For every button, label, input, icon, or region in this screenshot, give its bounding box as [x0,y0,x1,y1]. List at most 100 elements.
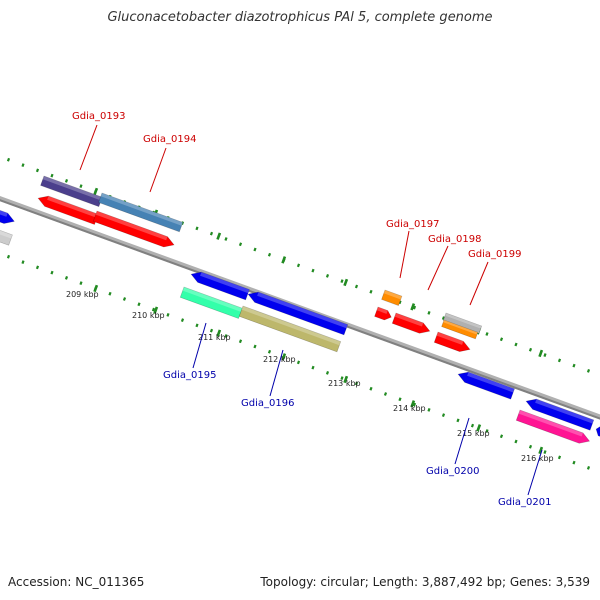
minor-tick [586,466,591,470]
minor-tick [557,358,562,363]
label-gdia-0194[interactable]: Gdia_0194 [143,134,196,145]
minor-tick [383,392,388,396]
minor-tick [253,247,257,252]
gene-feature-gdia-0199[interactable] [441,319,479,340]
gene-feature-gdia-0195[interactable] [179,286,243,319]
minor-tick [354,284,359,289]
major-tick [216,232,222,240]
minor-tick [137,302,141,307]
scale-label: 212 kbp [263,355,296,364]
scale-label: 213 kbp [328,379,361,388]
label-gdia-0195-leader [192,322,207,369]
gene-feature-gdia-0196[interactable] [238,305,342,353]
gene-arrow[interactable] [36,193,99,225]
scale-label: 215 kbp [457,429,490,438]
gene-arrow[interactable] [524,396,595,431]
minor-tick [398,397,402,402]
major-tick [410,303,416,311]
minor-tick [253,344,257,349]
gene-arrow-highlight [0,226,13,239]
gene-feature-gdia-0194-highlight [100,193,183,226]
label-gdia-0198[interactable]: Gdia_0198 [428,234,481,245]
scale-label: 211 kbp [198,333,231,342]
minor-tick [514,342,518,347]
gene-arrow[interactable] [0,225,13,246]
major-tick [93,187,99,196]
gene-arrow[interactable] [246,289,349,336]
gene-arrow-highlight [47,196,99,218]
minor-tick [6,157,11,162]
gene-feature-gdia-0198-highlight [445,313,482,329]
gene-arrow[interactable] [594,424,600,439]
gene-feature-gdia-0200-highlight [467,372,515,393]
gene-arrow[interactable] [92,210,176,250]
minor-tick [311,365,315,370]
gene-feature-gdia-0197[interactable] [381,289,403,306]
major-tick [410,400,416,408]
minor-tick [456,418,460,423]
label-gdia-0198-leader [427,245,449,291]
major-tick [281,256,287,264]
scale-label: 216 kbp [521,454,554,463]
minor-tick [50,270,54,275]
gene-arrow-highlight [436,332,464,345]
minor-tick [470,423,475,428]
label-gdia-0200[interactable]: Gdia_0200 [426,466,479,477]
minor-tick [427,310,431,315]
minor-tick [21,163,25,167]
minor-tick [296,263,301,268]
minor-tick [485,429,489,433]
minor-tick [166,312,170,317]
minor-tick [50,173,54,178]
minor-tick [224,237,228,241]
gene-feature-gdia-0200[interactable] [456,369,515,400]
gene-arrow[interactable] [0,205,16,227]
gene-arrow[interactable] [391,312,431,336]
gene-feature-gdia-0201[interactable] [515,409,591,446]
gene-arrow-highlight [95,211,168,241]
gene-arrow[interactable] [189,269,250,301]
major-tick [343,375,349,384]
gene-arrow-highlight [257,292,348,329]
minor-tick [514,439,518,444]
gene-arrow-highlight [394,313,424,327]
minor-tick [6,254,11,259]
minor-tick [35,168,40,173]
minor-tick [209,231,214,236]
label-gdia-0196[interactable]: Gdia_0196 [241,398,294,409]
gene-feature-gdia-0201-highlight [518,410,583,437]
major-tick [476,424,482,432]
label-gdia-0201-leader [527,449,543,496]
minor-tick [267,349,272,354]
minor-tick [586,369,591,373]
label-gdia-0197[interactable]: Gdia_0197 [386,219,439,230]
gene-arrow[interactable] [374,306,393,322]
minor-tick [108,291,112,296]
inner-tick-ring [6,254,591,470]
label-gdia-0194-leader [149,147,167,193]
minor-tick [543,353,547,357]
minor-tick [528,347,533,352]
label-gdia-0201[interactable]: Gdia_0201 [498,497,551,508]
minor-tick [64,179,69,183]
major-tick [343,278,349,287]
gene-feature-gdia-0198[interactable] [442,312,483,334]
minor-tick [543,450,547,454]
label-gdia-0199[interactable]: Gdia_0199 [468,249,521,260]
label-gdia-0200-leader [454,417,470,465]
label-gdia-0195[interactable]: Gdia_0195 [163,370,216,381]
major-tick [216,329,222,337]
minor-tick [528,444,533,449]
label-gdia-0193[interactable]: Gdia_0193 [72,111,125,122]
gene-feature-gdia-0194[interactable] [98,192,184,233]
gene-arrow[interactable] [433,331,472,355]
scale-label: 214 kbp [393,404,426,413]
gene-arrow-highlight [0,206,8,217]
minor-tick [572,363,576,368]
minor-tick [195,226,199,231]
minor-tick [195,323,199,328]
minor-tick [354,381,359,386]
gene-feature-gdia-0193[interactable] [40,175,103,207]
label-gdia-0193-leader [79,124,98,171]
